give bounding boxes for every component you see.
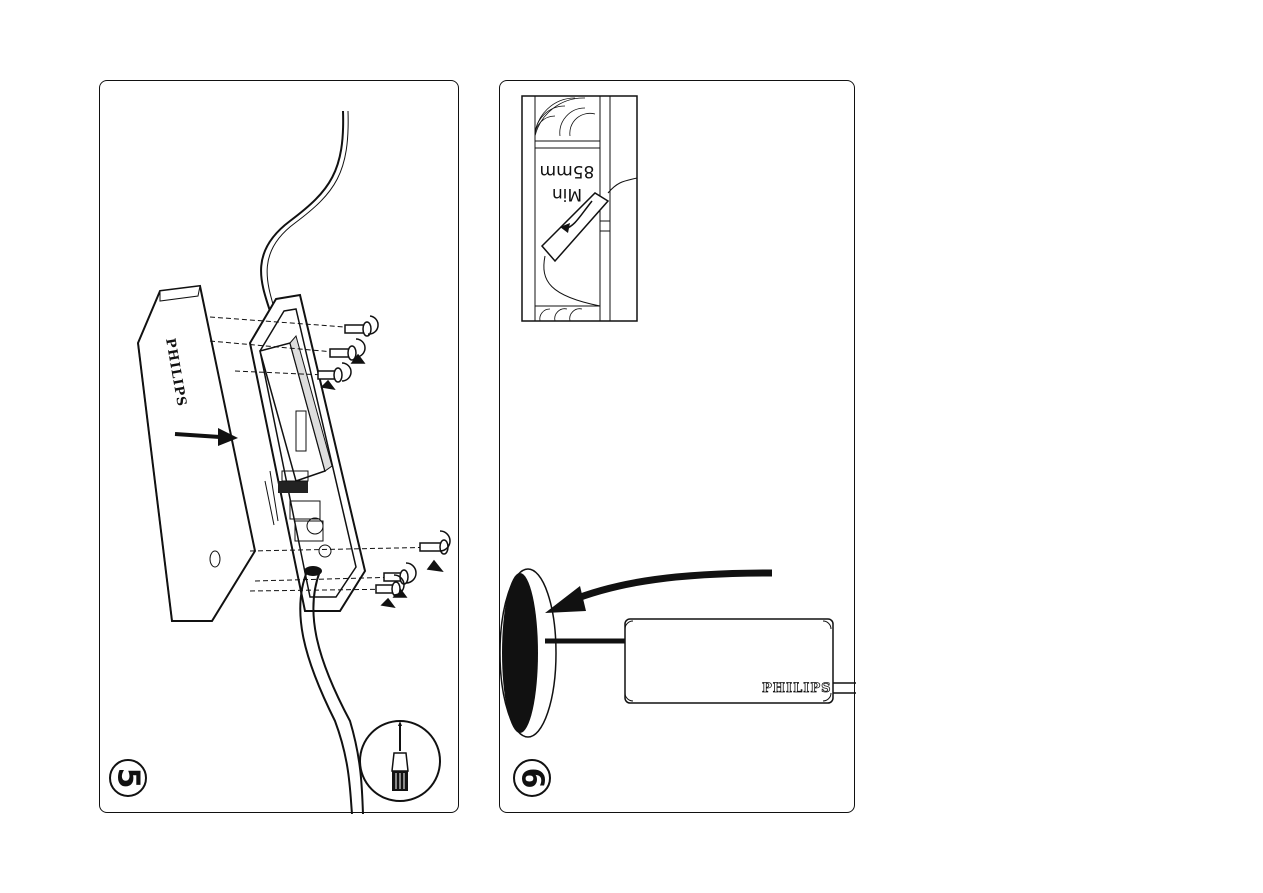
screwdriver-icon xyxy=(360,721,440,801)
step-number: 6 xyxy=(515,768,550,789)
step-5-panel: PHILIPS xyxy=(99,80,459,813)
cover-plate: PHILIPS xyxy=(138,286,255,621)
step-number-badge: 5 xyxy=(110,760,146,796)
step-6-panel: 85mm Min xyxy=(499,80,855,813)
step-number-badge: 6 xyxy=(514,760,550,796)
insert-arrow-icon xyxy=(545,573,772,613)
rotate-arrow-icon xyxy=(376,531,450,607)
step-number: 5 xyxy=(111,768,146,789)
ceiling-hole xyxy=(500,569,556,737)
min-depth-label: 85mm xyxy=(540,161,595,181)
rotate-arrow-icon xyxy=(318,316,378,389)
mounting-box xyxy=(250,295,365,611)
ceiling-inset: 85mm Min xyxy=(522,96,637,321)
led-driver: PHILIPS xyxy=(545,619,856,703)
min-label: Min xyxy=(552,184,582,204)
step-5-illustration: PHILIPS xyxy=(100,81,460,814)
step-6-illustration: 85mm Min xyxy=(500,81,856,814)
driver-brand-label: PHILIPS xyxy=(762,681,832,696)
